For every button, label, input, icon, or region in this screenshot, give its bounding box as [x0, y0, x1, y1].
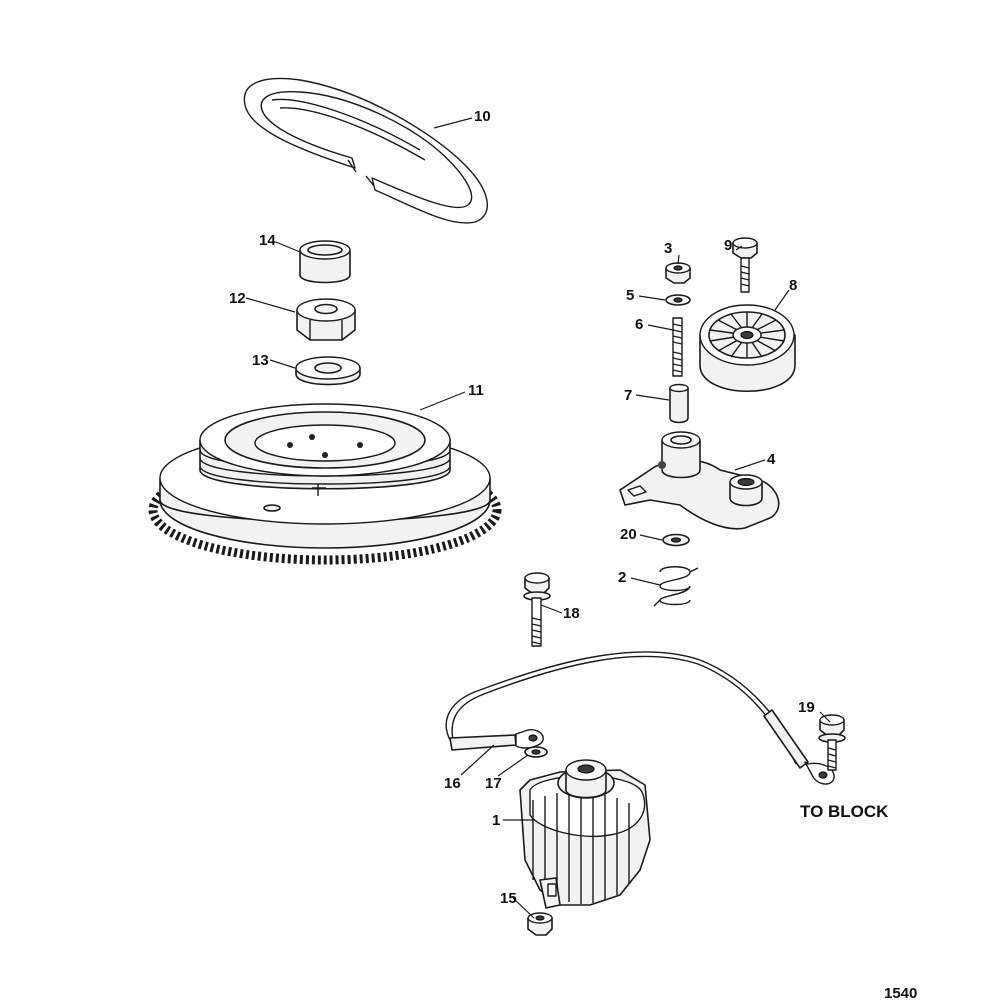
spacer-sleeve — [669, 383, 689, 424]
washer-small — [665, 294, 691, 306]
bushing — [299, 240, 351, 284]
flywheel — [148, 403, 502, 565]
leader-10 — [433, 117, 473, 129]
figure-number: 1540 — [884, 985, 917, 1000]
callout-6: 6 — [635, 316, 643, 333]
leader-7 — [635, 394, 670, 401]
callout-9: 9 — [724, 237, 732, 254]
callout-10: 10 — [474, 108, 491, 125]
hex-nut — [296, 298, 356, 341]
washer-lower — [662, 533, 690, 547]
tension-spring — [653, 566, 699, 607]
flat-washer — [295, 356, 361, 386]
leader-15 — [512, 897, 535, 919]
idler-pulley — [699, 304, 796, 392]
leader-3 — [677, 254, 680, 265]
callout-14: 14 — [259, 232, 276, 249]
callout-5: 5 — [626, 287, 634, 304]
stud — [672, 317, 683, 377]
ground-bolt — [818, 714, 846, 771]
leader-12 — [245, 297, 296, 313]
callout-8: 8 — [789, 277, 797, 294]
leader-20 — [639, 534, 663, 541]
leader-8 — [774, 289, 790, 311]
callout-18: 18 — [563, 605, 580, 622]
tensioner-bracket — [619, 431, 780, 530]
callout-17: 17 — [485, 775, 502, 792]
callout-4: 4 — [767, 451, 776, 468]
leader-6 — [647, 324, 674, 331]
leader-11 — [419, 391, 466, 411]
callout-13: 13 — [252, 352, 269, 369]
callout-11: 11 — [468, 382, 484, 399]
leader-4 — [734, 459, 766, 471]
leader-13 — [269, 359, 296, 369]
cable-washer — [524, 746, 548, 758]
drive-belt — [243, 77, 489, 224]
leader-2 — [630, 577, 661, 586]
nut-small — [665, 262, 691, 284]
callout-16: 16 — [444, 775, 461, 792]
ground-cable — [445, 651, 835, 785]
callout-7: 7 — [624, 387, 632, 404]
leader-14 — [275, 241, 301, 253]
alternator — [519, 759, 651, 909]
leader-18 — [540, 604, 563, 614]
callout-15: 15 — [500, 890, 517, 907]
leader-lines — [245, 117, 831, 919]
callout-19: 19 — [798, 699, 815, 716]
leader-16 — [460, 744, 495, 776]
callout-1: 1 — [492, 812, 500, 829]
to-block-note: TO BLOCK — [800, 802, 889, 821]
pulley-bolt — [732, 237, 758, 293]
leader-17 — [497, 754, 529, 777]
callout-20: 20 — [620, 526, 637, 543]
callout-labels: 10 14 12 13 11 3 9 5 8 6 7 4 20 2 18 19 … — [229, 108, 815, 907]
alternator-bolt — [523, 572, 551, 647]
callout-12: 12 — [229, 290, 246, 307]
leader-19 — [819, 711, 831, 723]
terminal-nut — [527, 912, 553, 936]
leader-9 — [735, 245, 743, 251]
leader-5 — [638, 295, 666, 301]
callout-3: 3 — [664, 240, 672, 257]
callout-2: 2 — [618, 569, 626, 586]
